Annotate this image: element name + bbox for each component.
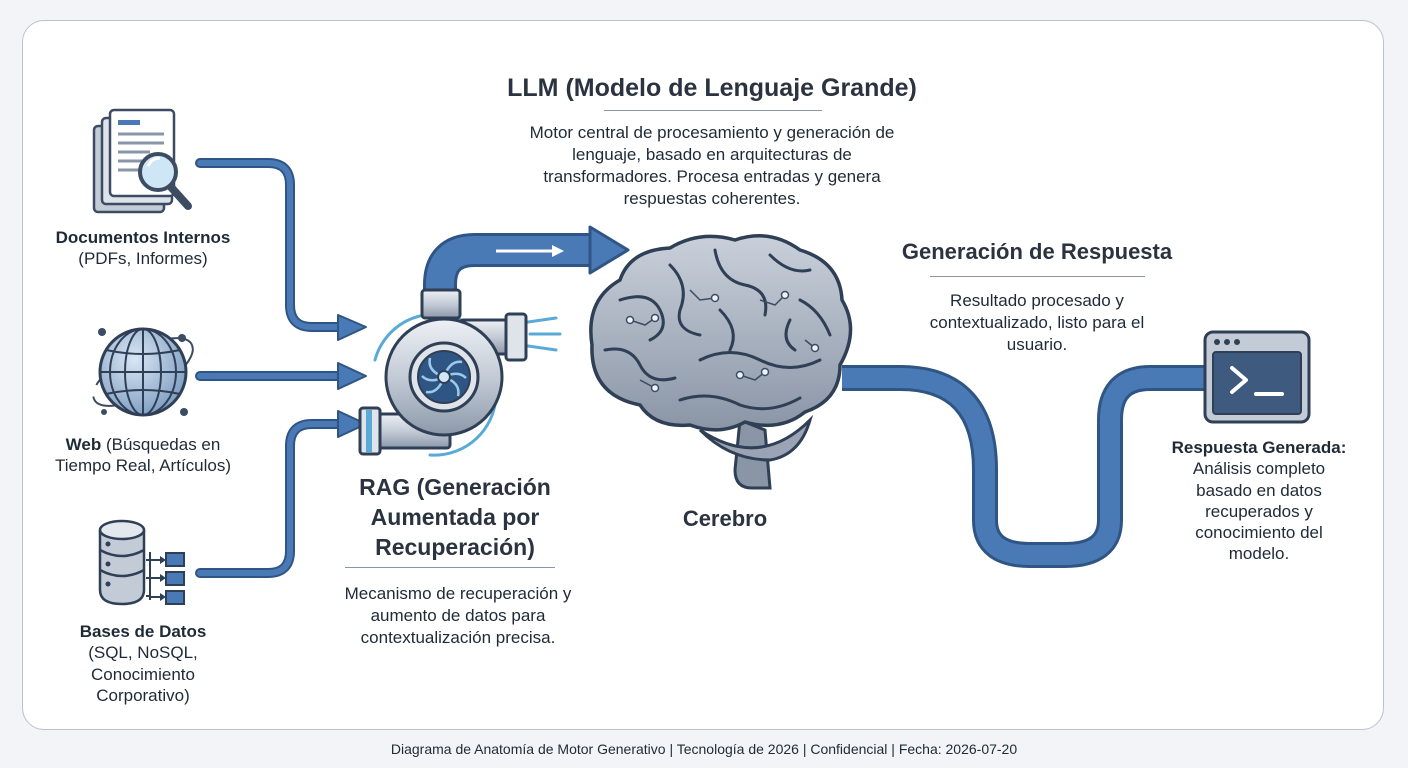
brain-icon bbox=[589, 234, 853, 490]
database-icon bbox=[98, 519, 185, 606]
llm-description: Motor central de procesamiento y generac… bbox=[470, 122, 954, 210]
rag-title-rule bbox=[345, 567, 555, 568]
rag-title: RAG (Generación Aumentada por Recuperaci… bbox=[330, 473, 580, 563]
connector-arrowheads bbox=[337, 314, 367, 438]
documents-search-icon bbox=[92, 108, 192, 214]
llm-title: LLM (Modelo de Lenguaje Grande) bbox=[507, 74, 917, 102]
rag-title-line: RAG (Generación bbox=[359, 474, 551, 500]
databases-detail-line: Corporativo) bbox=[96, 685, 190, 705]
generation-title-rule bbox=[930, 276, 1145, 277]
web-detail-inline: (Búsquedas en bbox=[105, 435, 221, 454]
rag-description-line: contextualización precisa. bbox=[360, 628, 556, 648]
generation-title: Generación de Respuesta bbox=[901, 239, 1173, 264]
generation-description: Resultado procesado y contextualizado, l… bbox=[900, 290, 1174, 356]
response-description-line: Análisis completo bbox=[1192, 459, 1326, 479]
arrowhead-databases bbox=[337, 410, 367, 438]
generation-description-line: Resultado procesado y bbox=[950, 291, 1124, 310]
databases-label: Bases de Datos (SQL, NoSQL, Conocimiento… bbox=[40, 621, 246, 706]
arrowhead-web bbox=[337, 362, 367, 390]
globe-icon bbox=[92, 327, 194, 417]
arrowhead-documents bbox=[337, 314, 367, 341]
output-pipe bbox=[842, 365, 1205, 568]
llm-description-line: transformadores. Procesa entradas y gene… bbox=[543, 167, 881, 187]
rag-description-line: Mecanismo de recuperación y bbox=[344, 584, 572, 603]
documents-detail: (PDFs, Informes) bbox=[78, 249, 208, 269]
llm-description-line: respuestas coherentes. bbox=[623, 189, 801, 209]
source-connectors-fill bbox=[197, 160, 343, 576]
footer-caption: Diagrama de Anatomía de Motor Generativo… bbox=[390, 741, 1018, 757]
llm-description-line: Motor central de procesamiento y generac… bbox=[529, 123, 895, 142]
rag-title-line: Aumentada por bbox=[370, 503, 540, 530]
documents-label: Documentos Internos (PDFs, Informes) bbox=[40, 227, 246, 270]
brain-label: Cerebro bbox=[682, 506, 768, 531]
llm-description-line: lenguaje, basado en arquitecturas de bbox=[572, 145, 852, 165]
rag-description-line: aumento de datos para bbox=[370, 606, 546, 626]
response-description-line: basado en datos bbox=[1196, 480, 1322, 500]
web-detail: Tiempo Real, Artículos) bbox=[54, 456, 232, 476]
llm-title-rule bbox=[604, 110, 822, 111]
turbocharger-icon bbox=[358, 288, 562, 457]
response-title: Respuesta Generada: bbox=[1171, 438, 1347, 457]
databases-detail-line: (SQL, NoSQL, bbox=[88, 643, 198, 663]
response-description-line: recuperados y bbox=[1205, 501, 1313, 521]
generation-description-line: usuario. bbox=[1006, 335, 1068, 355]
response-description-line: conocimiento del bbox=[1195, 523, 1323, 542]
databases-detail-line: Conocimiento bbox=[91, 664, 195, 684]
rag-to-llm-arrow bbox=[423, 225, 630, 305]
terminal-icon bbox=[1203, 330, 1311, 424]
response-label: Respuesta Generada: Análisis completo ba… bbox=[1150, 437, 1368, 565]
documents-title: Documentos Internos bbox=[55, 228, 231, 247]
databases-title: Bases de Datos bbox=[79, 622, 207, 641]
source-connectors bbox=[195, 158, 345, 578]
rag-description: Mecanismo de recuperación y aumento de d… bbox=[320, 583, 596, 649]
web-title: Web bbox=[65, 435, 102, 454]
rag-title-line: Recuperación) bbox=[375, 533, 535, 560]
response-description-line: modelo. bbox=[1228, 544, 1290, 564]
generation-description-line: contextualizado, listo para el bbox=[929, 313, 1145, 333]
web-label: Web (Búsquedas en Tiempo Real, Artículos… bbox=[40, 434, 246, 477]
